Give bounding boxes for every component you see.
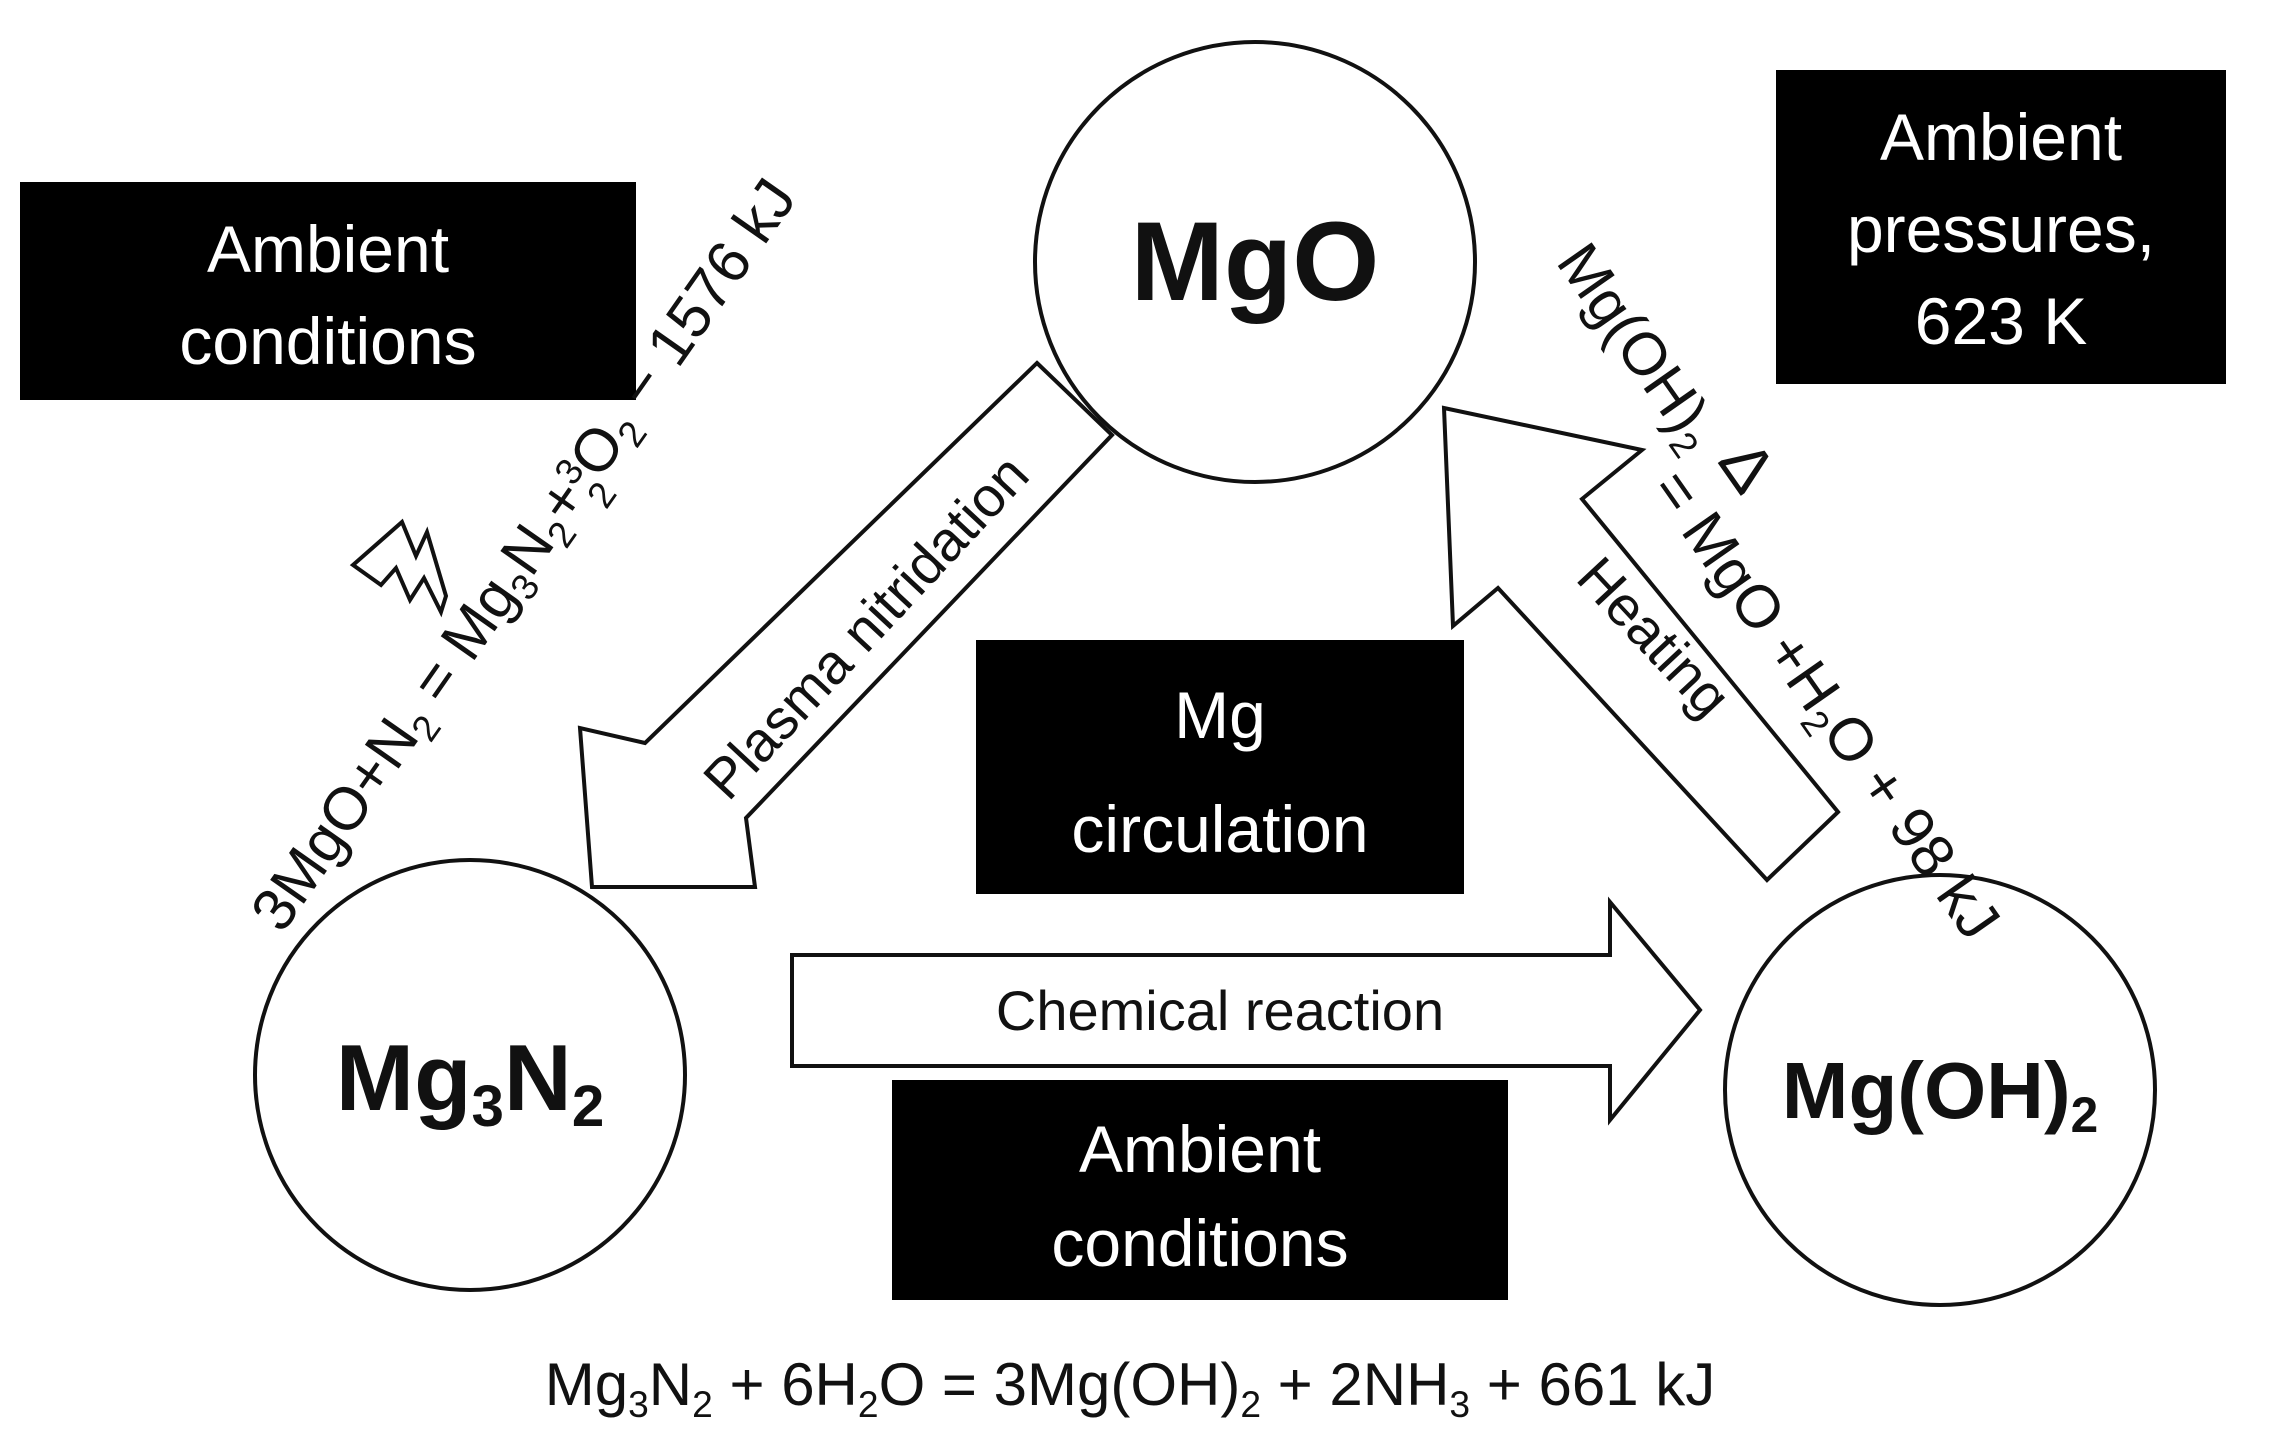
box-ambient-pressures: Ambient pressures, 623 K: [1776, 70, 2226, 384]
node-mgoh2: Mg(OH)2: [1723, 873, 2157, 1307]
box-line: Ambient: [1880, 100, 2122, 174]
box-ambient-conditions-top-left: Ambient conditions: [20, 182, 636, 400]
box-line: Mg: [1174, 678, 1266, 752]
box-line: conditions: [1051, 1206, 1348, 1280]
lightning-icon: [349, 518, 449, 618]
box-line: conditions: [179, 304, 476, 378]
box-ambient-conditions-bottom: Ambient conditions: [892, 1080, 1508, 1300]
node-label-mgo: MgO: [1131, 199, 1380, 324]
box-line: circulation: [1071, 792, 1368, 866]
box-mg-circulation: Mg circulation: [976, 640, 1464, 894]
box-line: pressures,: [1847, 192, 2155, 266]
arrow-label-chemical-reaction: Chemical reaction: [996, 979, 1444, 1042]
arrow-chemical-reaction: Chemical reaction: [790, 896, 1703, 1126]
node-label-mg3n2: Mg3N2: [336, 1025, 604, 1139]
node-label-mgoh2: Mg(OH)2: [1782, 1046, 2098, 1143]
box-line: Ambient: [207, 212, 449, 286]
equation-chemical-reaction: Mg3N2 + 6H2O = 3Mg(OH)2 + 2NH3 + 661 kJ: [545, 1351, 1716, 1425]
node-mg3n2: Mg3N2: [253, 858, 687, 1292]
box-line: Ambient: [1079, 1112, 1321, 1186]
node-mgo: MgO: [1033, 40, 1477, 484]
box-line: 623 K: [1915, 284, 2087, 358]
